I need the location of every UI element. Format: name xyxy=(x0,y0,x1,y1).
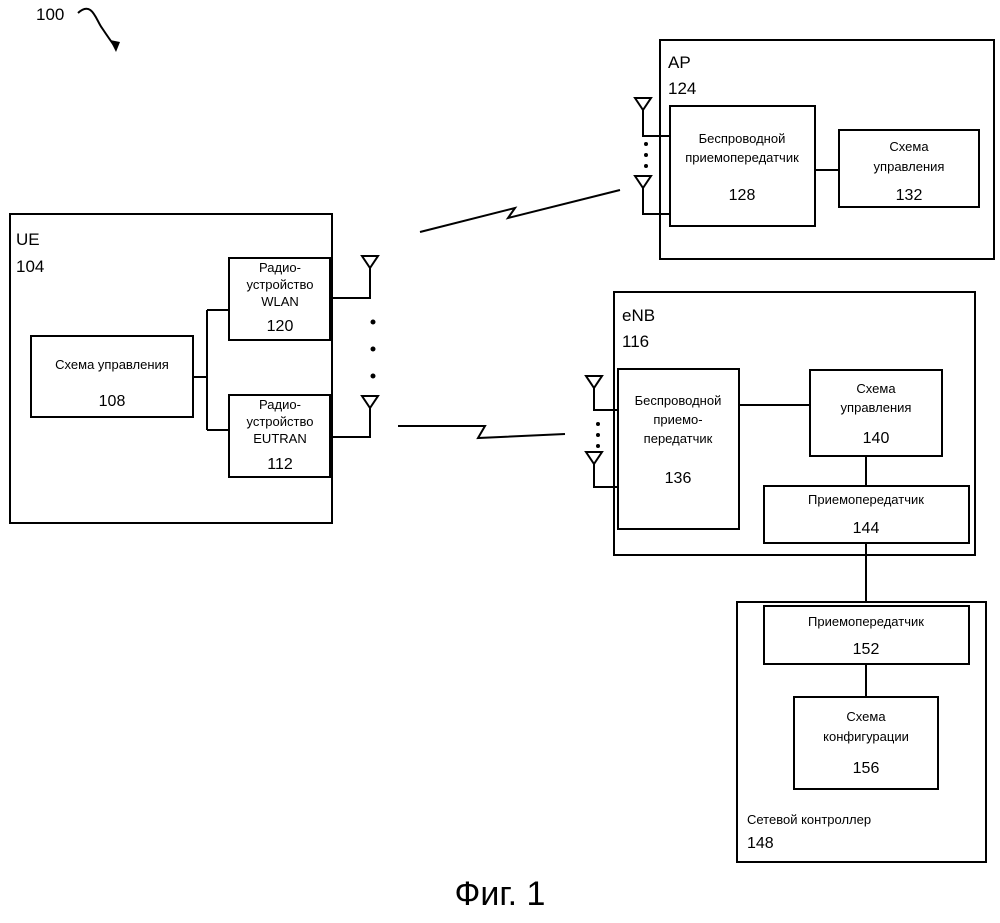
enb-control-number: 140 xyxy=(863,430,890,447)
controller-name: Сетевой контроллер xyxy=(747,812,871,827)
ellipsis-dot xyxy=(596,422,600,426)
enb-transceiver-label-3: передатчик xyxy=(644,431,713,446)
eutran-wireless-link xyxy=(398,426,565,438)
ue-eutran-radio-label-3: EUTRAN xyxy=(253,431,306,446)
ellipsis-dot xyxy=(644,164,648,168)
ue-number: 104 xyxy=(16,257,44,276)
ue-eutran-radio-number: 112 xyxy=(267,456,293,473)
figure-ref-arrowhead xyxy=(110,40,120,52)
enb-control-label-1: Схема xyxy=(856,381,896,396)
enb-transceiver-label-1: Беспроводной xyxy=(635,393,722,408)
antenna-icon xyxy=(362,396,378,408)
ellipsis-dot xyxy=(644,142,648,146)
figure-ref-arrow xyxy=(78,9,116,48)
enb-name: eNB xyxy=(622,306,655,325)
ellipsis-dot xyxy=(371,347,376,352)
ue-control-label: Схема управления xyxy=(55,357,169,372)
antenna-icon xyxy=(635,176,651,188)
ellipsis-dot xyxy=(596,444,600,448)
antenna-icon xyxy=(635,98,651,110)
antenna-icon xyxy=(362,256,378,268)
ue-eutran-radio-label-2: устройство xyxy=(247,414,314,429)
ue-wlan-radio-label-1: Радио- xyxy=(259,260,301,275)
ap-control-label-2: управления xyxy=(874,159,945,174)
ap-transceiver-label-2: приемопередатчик xyxy=(685,150,799,165)
controller-config-label-1: Схема xyxy=(846,709,886,724)
controller-trx-label: Приемопередатчик xyxy=(808,614,924,629)
figure-caption: Фиг. 1 xyxy=(455,875,546,913)
ap-number: 124 xyxy=(668,79,696,98)
wlan-wireless-link xyxy=(420,190,620,232)
ellipsis-dot xyxy=(371,374,376,379)
ap-control-number: 132 xyxy=(896,187,923,204)
ue-name: UE xyxy=(16,230,40,249)
ue-eutran-radio-label-1: Радио- xyxy=(259,397,301,412)
ue-wlan-radio-number: 120 xyxy=(267,318,294,335)
controller-trx-number: 152 xyxy=(853,641,880,658)
ue-wlan-radio-label-3: WLAN xyxy=(261,294,299,309)
ue-eutran-antenna-feed xyxy=(330,408,370,437)
enb-control-label-2: управления xyxy=(841,400,912,415)
ue-wlan-radio-label-2: устройство xyxy=(247,277,314,292)
ap-name: AP xyxy=(668,53,691,72)
enb-trx-label: Приемопередатчик xyxy=(808,492,924,507)
controller-number: 148 xyxy=(747,835,774,852)
enb-transceiver-label-2: приемо- xyxy=(653,412,702,427)
ap-transceiver-number: 128 xyxy=(729,187,756,204)
ellipsis-dot xyxy=(596,433,600,437)
antenna-icon xyxy=(586,452,602,464)
ue-wlan-antenna-feed xyxy=(330,268,370,298)
controller-config-number: 156 xyxy=(853,760,880,777)
figure-ref-label: 100 xyxy=(36,5,64,24)
ellipsis-dot xyxy=(371,320,376,325)
enb-number: 116 xyxy=(622,332,649,351)
ap-control-label-1: Схема xyxy=(889,139,929,154)
antenna-icon xyxy=(586,376,602,388)
controller-config-label-2: конфигурации xyxy=(823,729,909,744)
enb-transceiver-number: 136 xyxy=(665,470,692,487)
ap-transceiver-box xyxy=(670,106,815,226)
enb-trx-number: 144 xyxy=(853,520,880,537)
ap-transceiver-label-1: Беспроводной xyxy=(699,131,786,146)
ellipsis-dot xyxy=(644,153,648,157)
ue-control-number: 108 xyxy=(99,393,126,410)
